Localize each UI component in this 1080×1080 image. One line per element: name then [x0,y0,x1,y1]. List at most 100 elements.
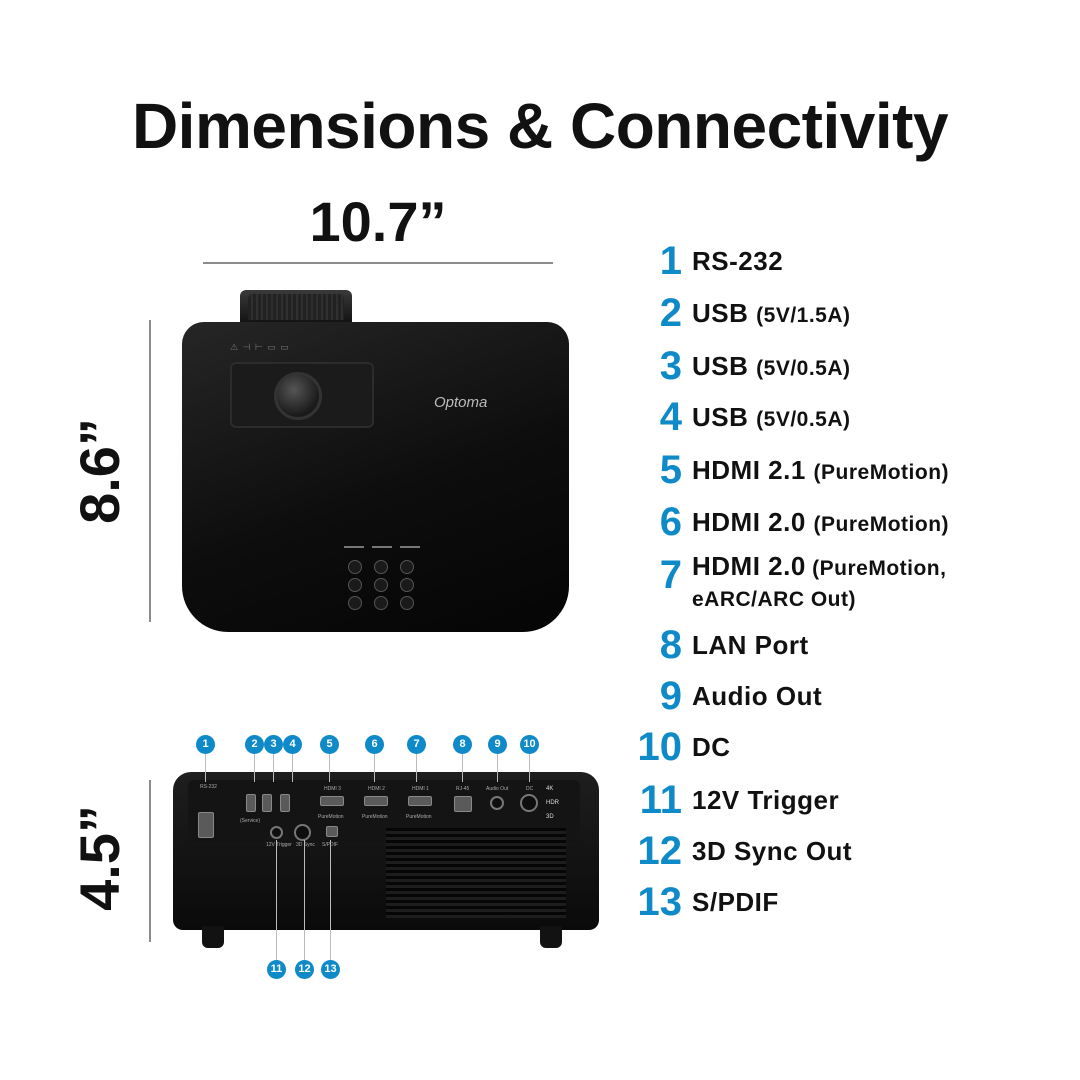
projector-body: ⚠ ⊣ ⊢ ▭ ▭ Optoma [182,322,569,632]
hdmi2-label: HDMI 2 [368,786,385,792]
keypad-button [348,560,362,574]
callout-leader [374,754,375,782]
lan-port [454,796,472,812]
item-number: 8 [659,623,682,667]
callout-3: 3 [264,735,283,754]
callout-10: 10 [520,735,539,754]
item-number: 1 [659,239,682,283]
callout-5: 5 [320,735,339,754]
dc-port [520,794,538,812]
list-item: 8 LAN Port [612,620,1072,670]
rj45-label: RJ-45 [456,786,470,792]
item-number: 10 [637,725,683,769]
hdmi-port [320,796,344,806]
item-label: HDMI 2.0 (PureMotion) [692,507,950,537]
item-label: HDMI 2.1 (PureMotion) [692,455,950,485]
item-label: 3D Sync Out [692,836,853,866]
item-number: 4 [659,395,682,439]
callout-leader [292,754,293,782]
audio-out-port [490,796,504,810]
trigger-port [270,826,283,839]
focus-knob [274,372,322,420]
depth-dimension-line [149,320,151,622]
trigger-label: 12V Trigger [266,842,292,848]
list-item: 3 USB (5V/0.5A) [612,341,1072,391]
keypad-button [348,596,362,610]
keypad-button [374,578,388,592]
hdmi-port [408,796,432,806]
puremotion-label: PureMotion [318,814,344,820]
callout-2: 2 [245,735,264,754]
callout-4: 4 [283,735,302,754]
item-number: 6 [659,500,682,544]
keypad-button [400,560,414,574]
projector-top-view: ⚠ ⊣ ⊢ ▭ ▭ Optoma [178,290,573,635]
warning-label: ⚠ ⊣ ⊢ ▭ ▭ [230,342,290,352]
brand-logo: Optoma [434,394,488,411]
list-item: 4 USB (5V/0.5A) [612,392,1072,442]
rs232-port [198,812,214,838]
item-number: 11 [639,778,682,822]
item-number: 2 [659,291,682,335]
item-label: RS-232 [692,246,784,276]
list-item: 1 RS-232 [612,236,1072,286]
hdmi3-label: HDMI 3 [324,786,341,792]
puremotion-label: PureMotion [406,814,432,820]
dc-label: DC [526,786,534,792]
list-item: 7 HDMI 2.0 (PureMotion, eARC/ARC Out) [612,550,1072,622]
item-label: HDMI 2.0 (PureMotion, [692,551,947,581]
width-dimension: 10.7” [309,190,447,253]
callout-leader [497,754,498,782]
callout-11: 11 [267,960,286,979]
item-number: 5 [659,448,682,492]
sync-port [294,824,311,841]
callout-leader [462,754,463,782]
callout-leader [416,754,417,782]
item-label-continued: eARC/ARC Out) [692,588,856,611]
item-label: Audio Out [692,681,823,711]
puremotion-label: PureMotion [362,814,388,820]
item-label: 12V Trigger [692,785,840,815]
rs232-label: RS-232 [200,784,217,790]
item-label: USB (5V/0.5A) [692,402,851,432]
hdmi1-label: HDMI 1 [412,786,429,792]
item-label: USB (5V/0.5A) [692,351,851,381]
callout-leader [330,840,331,960]
indicator-bar [344,546,364,548]
depth-dimension: 8.6” [68,418,131,524]
keypad-button [400,578,414,592]
sync-label: 3D Sync [296,842,315,848]
list-item: 10 DC [612,722,1072,772]
usb-port [280,794,290,812]
callout-7: 7 [407,735,426,754]
callout-13: 13 [321,960,340,979]
height-dimension-line [149,780,151,942]
audio-out-label: Audio Out [486,786,509,792]
badge-3d: 3D [546,814,554,820]
indicator-bar [372,546,392,548]
keypad-button [348,578,362,592]
callout-leader [254,754,255,782]
height-dimension: 4.5” [68,805,131,911]
item-number: 9 [659,674,682,718]
item-number: 3 [659,344,682,388]
list-item: 6 HDMI 2.0 (PureMotion) [612,497,1072,547]
callout-8: 8 [453,735,472,754]
keypad-button [374,560,388,574]
list-item: 2 USB (5V/1.5A) [612,288,1072,338]
item-label: LAN Port [692,630,809,660]
item-label: S/PDIF [692,887,779,917]
item-number: 12 [637,829,683,873]
callout-12: 12 [295,960,314,979]
item-number: 7 [659,553,682,597]
usb-port [262,794,272,812]
badge-4k: 4K [546,786,554,792]
callout-6: 6 [365,735,384,754]
width-dimension-line [203,262,553,264]
badge-hdr: HDR [546,800,559,806]
callout-leader [273,754,274,782]
air-vent [386,828,566,918]
usb-port [246,794,256,812]
keypad-button [374,596,388,610]
item-label: USB (5V/1.5A) [692,298,851,328]
